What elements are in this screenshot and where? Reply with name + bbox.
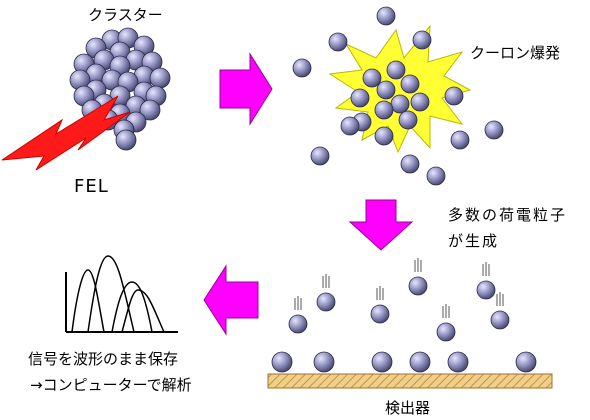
arrow-down bbox=[348, 199, 414, 251]
scattered-particle bbox=[444, 86, 464, 106]
cluster-particle bbox=[115, 129, 137, 151]
label-detector: 検出器 bbox=[385, 399, 431, 417]
label-signal-2: →コンピューターで解析 bbox=[30, 376, 192, 394]
scattered-particle bbox=[376, 6, 396, 26]
detected-particle bbox=[447, 351, 469, 373]
waveform-graph bbox=[65, 255, 178, 333]
scattered-particle bbox=[426, 166, 446, 186]
scattered-particle bbox=[450, 130, 470, 150]
falling-particles bbox=[288, 276, 510, 342]
falling-particle bbox=[436, 322, 456, 342]
label-fel: FEL bbox=[74, 176, 109, 197]
motion-lines bbox=[294, 258, 504, 318]
scattered-particle bbox=[398, 110, 418, 130]
arrow-left bbox=[203, 264, 259, 336]
scattered-particle bbox=[386, 60, 406, 80]
falling-particle bbox=[476, 280, 496, 300]
detected-particle bbox=[313, 351, 335, 373]
scattered-particle bbox=[484, 120, 504, 140]
explosion-particles bbox=[292, 6, 504, 186]
detected-particles bbox=[271, 351, 537, 373]
waveform-peak-3 bbox=[111, 281, 153, 333]
label-charged-particles-1: 多数の荷電粒子 bbox=[448, 206, 568, 224]
scattered-particle bbox=[412, 30, 432, 50]
falling-particle bbox=[316, 292, 336, 312]
scattered-particle bbox=[374, 100, 394, 120]
detected-particle bbox=[515, 351, 537, 373]
detected-particle bbox=[409, 351, 431, 373]
falling-particle bbox=[370, 304, 390, 324]
scattered-particle bbox=[374, 126, 394, 146]
label-charged-particles-2: が生成 bbox=[448, 232, 500, 250]
scattered-particle bbox=[390, 94, 410, 114]
label-cluster: クラスター bbox=[88, 6, 163, 24]
scattered-particle bbox=[340, 116, 360, 136]
label-signal-1: 信号を波形のまま保存 bbox=[28, 350, 179, 368]
detector-plate bbox=[267, 373, 553, 389]
scattered-particle bbox=[328, 32, 348, 52]
arrow-right bbox=[219, 52, 273, 126]
scattered-particle bbox=[410, 92, 430, 112]
falling-particle bbox=[288, 314, 308, 334]
detected-particle bbox=[371, 351, 393, 373]
falling-particle bbox=[408, 276, 428, 296]
scattered-particle bbox=[400, 154, 420, 174]
fel-laser-bolt bbox=[1, 95, 131, 171]
waveform-peak-1 bbox=[71, 269, 105, 333]
scattered-particle bbox=[376, 80, 396, 100]
scattered-particle bbox=[362, 68, 382, 88]
label-coulomb-explosion: クーロン爆発 bbox=[470, 44, 561, 62]
scattered-particle bbox=[400, 74, 420, 94]
cluster-particle bbox=[139, 99, 161, 121]
falling-particle bbox=[490, 310, 510, 330]
scattered-particle bbox=[350, 88, 370, 108]
scattered-particle bbox=[292, 58, 312, 78]
waveform-peak-2 bbox=[87, 255, 135, 333]
cluster-particle bbox=[149, 67, 171, 89]
detected-particle bbox=[271, 351, 293, 373]
waveform-peak-4 bbox=[121, 289, 165, 333]
scattered-particle bbox=[310, 146, 330, 166]
